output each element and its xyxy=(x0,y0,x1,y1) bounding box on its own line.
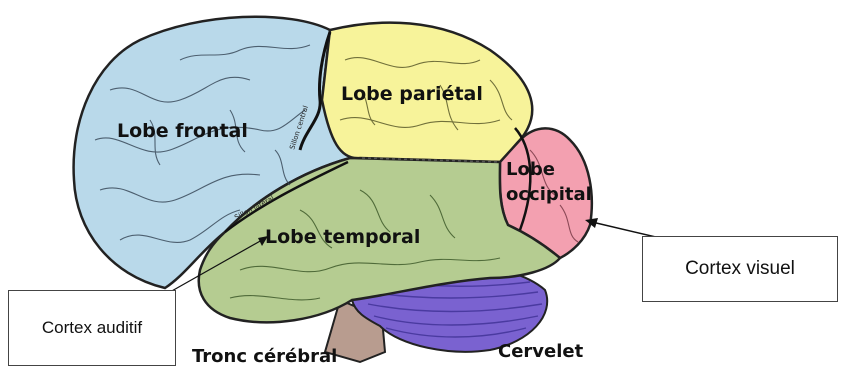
parietal-lobe-label: Lobe pariétal xyxy=(341,83,483,105)
visual-cortex-callout-text: Cortex visuel xyxy=(685,258,795,280)
auditory-cortex-callout: Cortex auditif xyxy=(8,290,176,366)
cerebellum-label: Cervelet xyxy=(498,341,584,362)
frontal-lobe-label: Lobe frontal xyxy=(117,120,248,142)
brainstem-label: Tronc cérébral xyxy=(192,346,337,367)
visual-cortex-arrow xyxy=(585,218,660,238)
temporal-lobe-label: Lobe temporal xyxy=(265,226,420,248)
occipital-lobe-label-line1: Lobe xyxy=(506,159,555,180)
visual-cortex-callout: Cortex visuel xyxy=(642,236,838,302)
auditory-cortex-callout-text: Cortex auditif xyxy=(42,318,142,338)
occipital-lobe-label-line2: occipital xyxy=(506,184,592,205)
